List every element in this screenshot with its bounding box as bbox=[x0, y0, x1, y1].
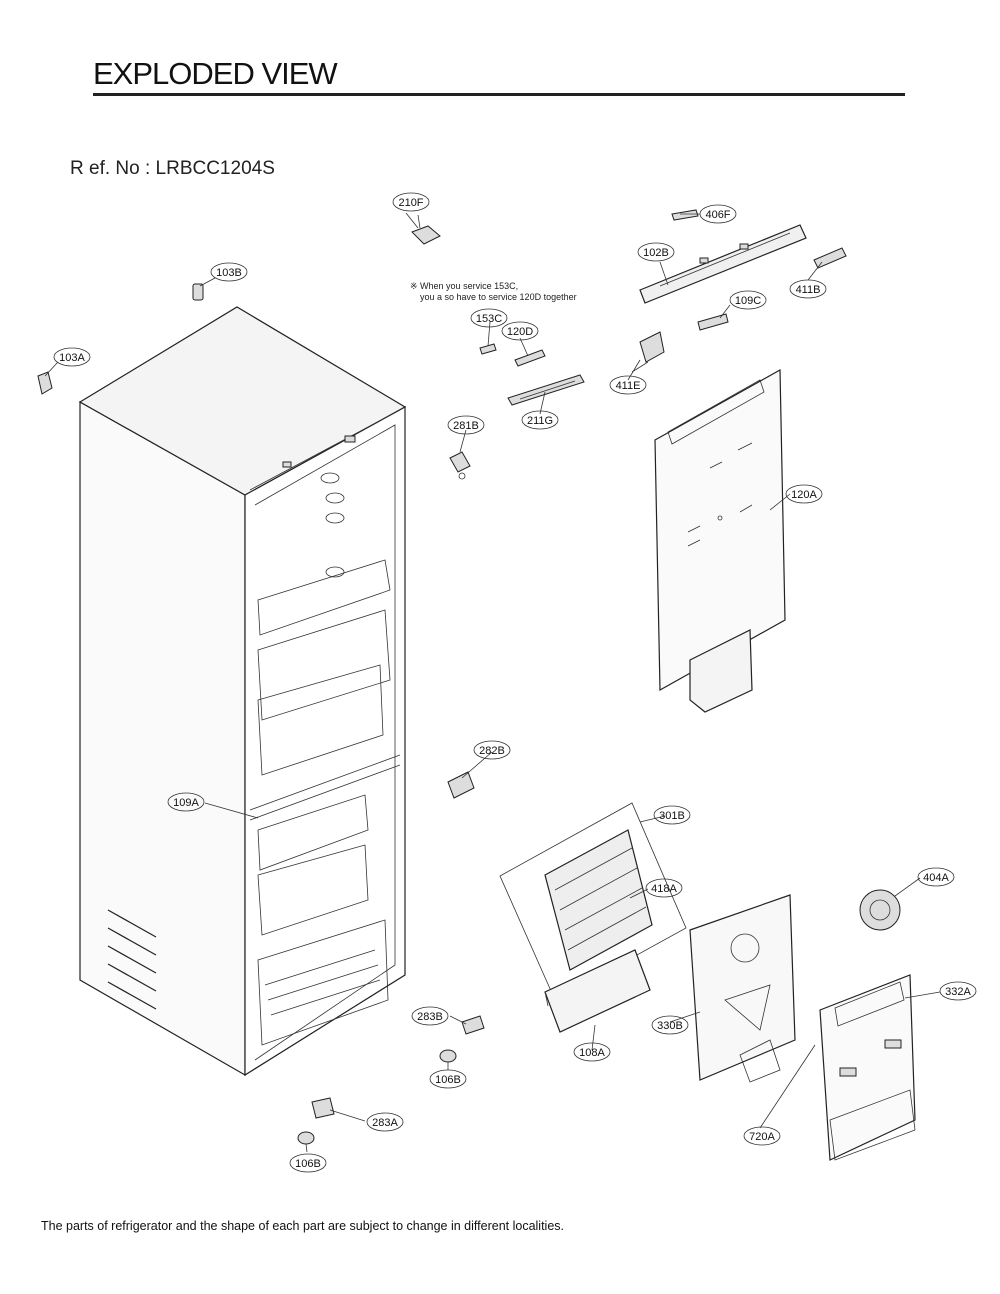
callout-106B-lower-text: 106B bbox=[295, 1158, 321, 1170]
title-rule bbox=[93, 93, 905, 96]
callout-120A-text: 120A bbox=[791, 489, 817, 501]
callout-109A: 109A bbox=[167, 792, 205, 812]
callout-404A-text: 404A bbox=[923, 872, 949, 884]
service-note: ※ When you service 153C, you a so have t… bbox=[410, 281, 577, 303]
callout-283A: 283A bbox=[366, 1112, 404, 1132]
part-406F bbox=[671, 209, 699, 221]
part-411E bbox=[631, 331, 665, 373]
callout-332A-text: 332A bbox=[945, 986, 971, 998]
part-283A bbox=[311, 1097, 335, 1119]
callout-211G-text: 211G bbox=[527, 415, 553, 427]
callout-108A-text: 108A bbox=[579, 1047, 605, 1059]
callout-301B: 301B bbox=[653, 805, 691, 825]
callout-102B-text: 102B bbox=[643, 247, 669, 259]
part-281B bbox=[449, 451, 471, 480]
callout-281B-text: 281B bbox=[453, 420, 479, 432]
callout-210F-text: 210F bbox=[398, 197, 423, 209]
part-211G bbox=[507, 374, 585, 406]
part-153C bbox=[479, 343, 497, 355]
callout-720A: 720A bbox=[743, 1126, 781, 1146]
part-210F bbox=[411, 214, 441, 245]
part-109C bbox=[697, 313, 729, 331]
callout-418A-text: 418A bbox=[651, 883, 677, 895]
model-reference: R ef. No : LRBCC1204S bbox=[70, 158, 275, 179]
service-note-line-1: ※ When you service 153C, bbox=[410, 281, 519, 291]
part-282B bbox=[447, 771, 475, 799]
callout-109C: 109C bbox=[729, 290, 767, 310]
callout-411E-text: 411E bbox=[616, 380, 641, 392]
page-title: EXPLODED VIEW bbox=[93, 56, 338, 91]
callout-106B-upper-text: 106B bbox=[435, 1074, 461, 1086]
callout-103B-text: 103B bbox=[216, 267, 242, 279]
callout-108A: 108A bbox=[573, 1042, 611, 1062]
part-404A bbox=[859, 889, 901, 931]
callout-330B-text: 330B bbox=[657, 1020, 683, 1032]
cabinet bbox=[78, 306, 407, 1077]
callout-406F: 406F bbox=[699, 204, 737, 224]
part-330B bbox=[689, 894, 796, 1083]
callout-330B: 330B bbox=[651, 1015, 689, 1035]
callout-109C-text: 109C bbox=[735, 295, 761, 307]
callout-720A-text: 720A bbox=[749, 1131, 775, 1143]
callout-120D-text: 120D bbox=[507, 326, 533, 338]
callout-411B-text: 411B bbox=[796, 284, 821, 296]
callout-281B: 281B bbox=[447, 415, 485, 435]
disclaimer-footer: The parts of refrigerator and the shape … bbox=[41, 1219, 564, 1233]
callout-301B-text: 301B bbox=[659, 810, 685, 822]
part-411B bbox=[813, 247, 847, 269]
leader-lines bbox=[44, 212, 941, 1153]
callout-153C-text: 153C bbox=[476, 313, 502, 325]
part-301B-box bbox=[499, 802, 687, 1001]
callout-102B: 102B bbox=[637, 242, 675, 262]
part-332A bbox=[819, 974, 916, 1161]
callout-283B-text: 283B bbox=[417, 1011, 443, 1023]
part-283B bbox=[461, 1015, 485, 1035]
callout-411B: 411B bbox=[789, 279, 827, 299]
part-120A bbox=[654, 368, 786, 713]
callout-282B-text: 282B bbox=[479, 745, 505, 757]
callout-283B: 283B bbox=[411, 1006, 449, 1026]
callout-211G: 211G bbox=[521, 410, 559, 430]
callout-418A: 418A bbox=[645, 878, 683, 898]
part-103B bbox=[192, 283, 204, 301]
callout-103B: 103B bbox=[210, 262, 248, 282]
callout-406F-text: 406F bbox=[705, 209, 730, 221]
service-note-line-2: you a so have to service 120D together bbox=[420, 292, 577, 302]
part-108A bbox=[544, 949, 651, 1033]
part-102B bbox=[639, 224, 807, 304]
part-106B-upper bbox=[439, 1049, 457, 1063]
part-120D bbox=[514, 349, 546, 367]
callout-120D: 120D bbox=[501, 321, 539, 341]
callout-103A: 103A bbox=[53, 347, 91, 367]
part-103A bbox=[37, 371, 53, 395]
callout-283A-text: 283A bbox=[372, 1117, 398, 1129]
callout-411E: 411E bbox=[609, 375, 647, 395]
callout-404A: 404A bbox=[917, 867, 955, 887]
callout-282B: 282B bbox=[473, 740, 511, 760]
part-418A bbox=[544, 829, 653, 971]
callout-210F: 210F bbox=[392, 192, 430, 212]
part-106B-lower bbox=[297, 1131, 315, 1145]
callout-153C: 153C bbox=[470, 308, 508, 328]
callout-106B-lower: 106B bbox=[289, 1153, 327, 1173]
callout-103A-text: 103A bbox=[59, 352, 85, 364]
callout-332A: 332A bbox=[939, 981, 977, 1001]
callout-120A: 120A bbox=[785, 484, 823, 504]
callout-106B-upper: 106B bbox=[429, 1069, 467, 1089]
callout-109A-text: 109A bbox=[173, 797, 199, 809]
